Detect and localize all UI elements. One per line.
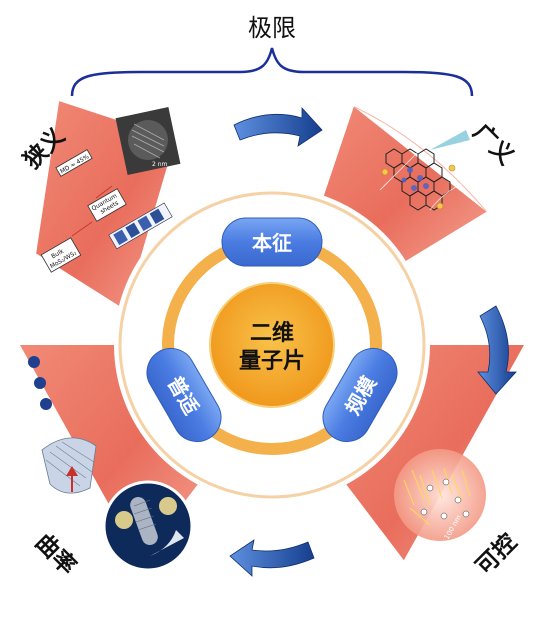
pill-universal: 普适 xyxy=(146,347,222,443)
pill-scale: 规模 xyxy=(322,347,398,443)
pill-intrinsic: 本征 xyxy=(221,217,323,267)
curved-arrow-icon xyxy=(477,305,517,395)
panel-curvature xyxy=(20,345,202,572)
ellipsis-dots-icon xyxy=(28,356,52,410)
center-line2: 量子片 xyxy=(239,349,305,374)
top-brace: 极限 xyxy=(70,14,474,97)
center-circle xyxy=(209,282,335,408)
pill-top-label: 本征 xyxy=(252,231,292,255)
brace-icon xyxy=(70,47,474,97)
label-controllable: 可控 xyxy=(471,529,523,581)
nanosheet-image xyxy=(41,437,97,494)
center-line1: 二维 xyxy=(250,320,294,346)
top-label: 极限 xyxy=(248,14,296,42)
flake-strip xyxy=(108,202,173,250)
panel-narrow: 2 nm Bulk MoS₂/WS₂ Quantum sheets MD ≈ 4… xyxy=(36,101,191,310)
curved-arrow-icon xyxy=(233,106,323,147)
label-curvature: 曲率 xyxy=(30,529,82,581)
bubble-image xyxy=(394,449,486,541)
scale-label-tl: 2 nm xyxy=(152,161,168,168)
panel-controllable: 100 nm xyxy=(342,345,524,561)
label-broad: 广义 xyxy=(468,119,520,171)
curved-arrow-icon xyxy=(229,539,315,577)
